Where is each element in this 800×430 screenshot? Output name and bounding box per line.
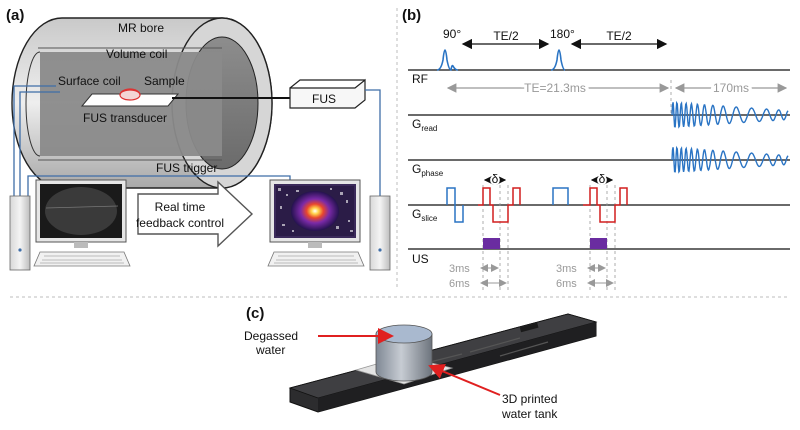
- right-workstation: [267, 179, 391, 271]
- timing-6ms-label-2: 6ms: [556, 278, 577, 290]
- timing-guides: [482, 80, 672, 290]
- mr-bore-cylinder: [11, 17, 273, 189]
- panel-b: (b) RF Gread Gphase Gslice US 90° 180° T…: [402, 7, 790, 290]
- thermal-hotspot: [291, 191, 339, 231]
- panel-a: (a) MR bore Volume coil Surface coil Sam…: [6, 7, 391, 271]
- feedback-arrow-line1: Real time: [155, 200, 206, 214]
- fus-transducer-label: FUS transducer: [83, 111, 167, 125]
- water-tank: [375, 324, 433, 382]
- pulse-90-label: 90°: [443, 27, 461, 41]
- panel-c: (c) Degassed water 3D printed water tank: [244, 305, 598, 421]
- timing-6ms-label-1: 6ms: [449, 278, 470, 290]
- te-half-label-2: TE/2: [606, 29, 632, 43]
- row-label-gphase: Gphase: [412, 162, 444, 178]
- fus-box: [289, 78, 366, 109]
- te-total-label: TE=21.3ms: [524, 81, 586, 95]
- gslice-refocus-gradient: [552, 187, 569, 205]
- te-half-label-1: TE/2: [493, 29, 519, 43]
- tank-arrow: [428, 363, 501, 396]
- panel-a-label: (a): [6, 7, 24, 24]
- gslice-excitation-gradient: [446, 187, 464, 223]
- sample-label: Sample: [144, 74, 185, 88]
- row-label-us: US: [412, 252, 429, 266]
- feedback-arrow-line2: feedback control: [136, 216, 224, 230]
- feedback-arrow: [137, 180, 254, 248]
- tank-label-line2: water tank: [501, 407, 558, 421]
- row-label-gread: Gread: [412, 117, 437, 133]
- noise-pattern: [278, 188, 353, 232]
- gslice-crusher-2: [583, 187, 628, 223]
- panel-c-label: (c): [246, 305, 264, 322]
- degassed-label-line1: Degassed: [244, 329, 298, 343]
- mr-bore-label: MR bore: [118, 21, 164, 35]
- us-pulse-2: [590, 238, 607, 249]
- timing-3ms-label-1: 3ms: [449, 263, 470, 275]
- fus-trigger-label: FUS trigger: [156, 161, 217, 175]
- tray-top: [288, 313, 598, 399]
- tank-water-surface: [375, 324, 433, 344]
- rf-pulse-90: [436, 49, 459, 71]
- delta-label-1: δ: [492, 172, 499, 186]
- delta-label-2: δ: [599, 172, 606, 186]
- gphase-readout-waveform: [671, 145, 789, 174]
- surface-coil-label: Surface coil: [58, 74, 121, 88]
- row-label-rf: RF: [412, 72, 428, 86]
- row-label-gslice: Gslice: [412, 207, 438, 223]
- gread-readout-waveform: [671, 100, 789, 129]
- fus-transducer-assembly: [80, 88, 180, 107]
- left-workstation: [9, 179, 131, 271]
- timing-3ms-label-2: 3ms: [556, 263, 577, 275]
- us-pulse-1: [483, 238, 500, 249]
- volume-coil-label: Volume coil: [106, 47, 167, 61]
- tank-label-line1: 3D printed: [502, 392, 557, 406]
- pulse-180-label: 180°: [550, 27, 575, 41]
- panel-b-label: (b): [402, 7, 421, 24]
- readout-duration-label: 170ms: [713, 81, 749, 95]
- gslice-crusher-1: [478, 187, 521, 223]
- fus-box-label: FUS: [312, 92, 336, 106]
- degassed-label-line2: water: [255, 343, 285, 357]
- rf-pulse-180: [550, 49, 566, 71]
